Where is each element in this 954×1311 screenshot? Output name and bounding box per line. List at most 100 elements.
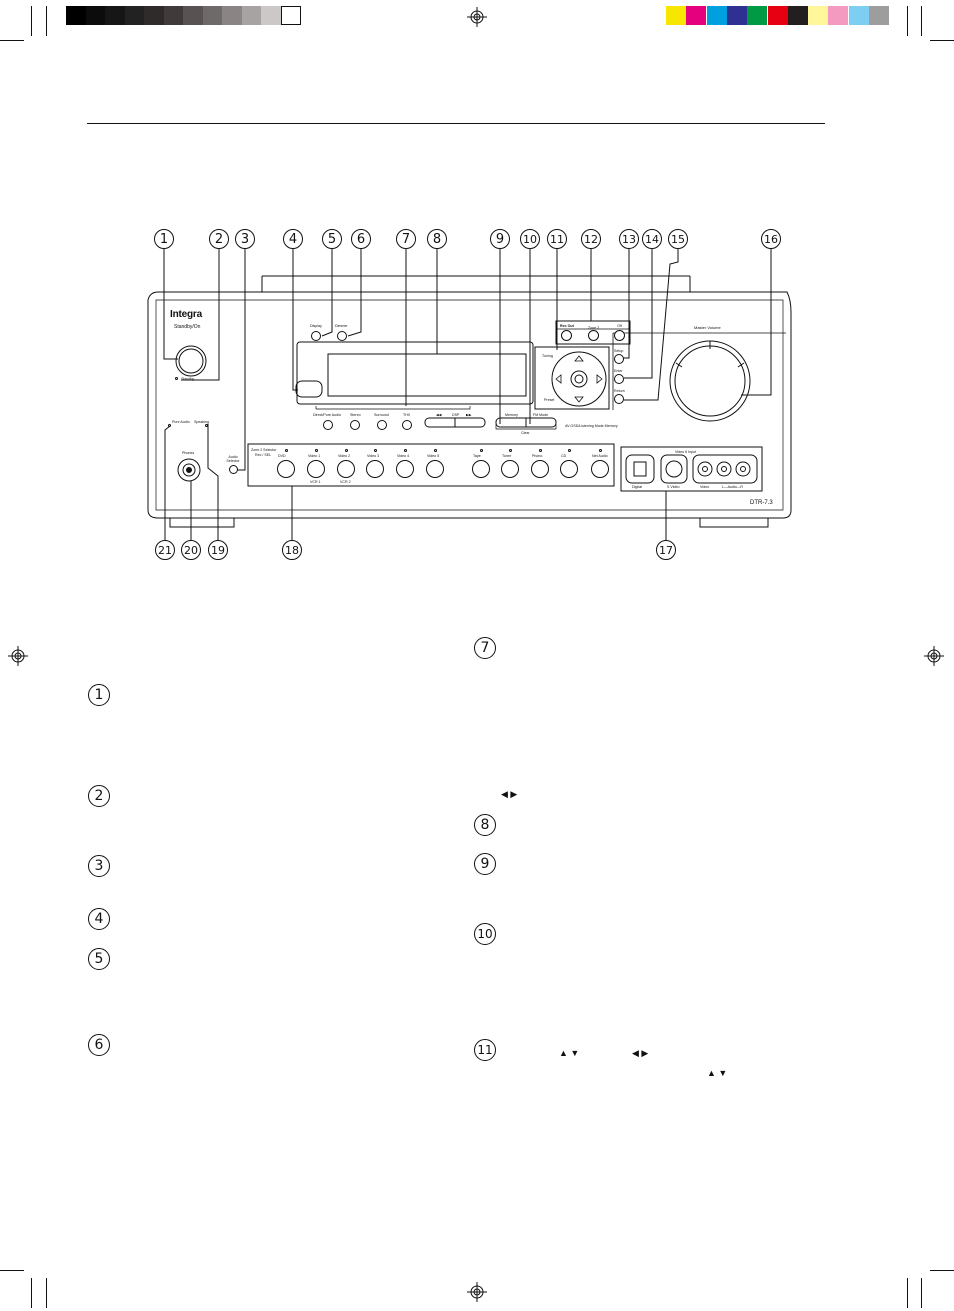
input-label: Video 3 (367, 454, 380, 458)
callout-20: 20 (181, 540, 201, 560)
input-label: Tuner (502, 454, 512, 458)
input-label: Video 5 (427, 454, 440, 458)
display-button[interactable] (311, 331, 321, 341)
callout-7: 7 (396, 229, 416, 249)
input-indicator (567, 449, 571, 452)
vcr1-label: VCR 1 (310, 480, 321, 484)
input-button-net-audio[interactable] (591, 460, 609, 478)
zone2-button[interactable] (588, 330, 599, 341)
gray-swatch (261, 6, 281, 25)
list-marker-2: 2 (88, 785, 110, 807)
header-rule (87, 123, 825, 124)
input-label: Video 2 (338, 454, 351, 458)
input-indicator (314, 449, 318, 452)
input-label: CD (561, 454, 567, 458)
gray-swatch (66, 6, 86, 25)
input-button-video-1[interactable] (307, 460, 325, 478)
list-marker-3: 3 (88, 855, 110, 877)
clear-label: Clear (521, 431, 530, 435)
color-swatch (666, 6, 686, 25)
callout-21: 21 (155, 540, 175, 560)
direct-pure-audio-button[interactable] (323, 420, 333, 430)
input-button-phono[interactable] (531, 460, 549, 478)
thx-button[interactable] (402, 420, 412, 430)
rec-sel-label: Rec / SEL (255, 453, 272, 457)
input-button-tape[interactable] (472, 460, 490, 478)
color-swatch (808, 6, 829, 25)
input-button-cd[interactable] (560, 460, 578, 478)
rec-out-button[interactable] (561, 330, 572, 341)
color-swatch (706, 6, 727, 25)
left-right-arrow-icon: ◀ ▶ (501, 789, 518, 799)
up-down-arrow-icon: ▲ ▼ (707, 1068, 728, 1078)
fm-mode-label: FM Mode (533, 413, 549, 417)
dsp-right-arrow-icon: ▶▶ (466, 413, 472, 417)
gray-swatch (124, 6, 145, 25)
input-indicator (598, 449, 602, 452)
callout-17: 17 (656, 540, 676, 560)
input-button-dvd[interactable] (277, 460, 295, 478)
input-label: Tape (473, 454, 481, 458)
standby-label: Standby (181, 377, 195, 381)
speaking-label: Speaking (194, 420, 209, 424)
audio-selector-button[interactable] (229, 465, 238, 474)
list-marker-4: 4 (88, 908, 110, 930)
dsp-label: DSP (452, 413, 460, 417)
input-button-video-3[interactable] (366, 460, 384, 478)
phones-label: Phones (182, 451, 195, 455)
input-button-tuner[interactable] (501, 460, 519, 478)
callout-12: 12 (581, 229, 601, 249)
callout-8: 8 (427, 229, 447, 249)
pure-audio-indicator (168, 424, 171, 427)
preset-label: Preset (544, 398, 555, 402)
setup-button[interactable] (614, 354, 624, 364)
callout-1: 1 (154, 229, 174, 249)
list-marker-8: 8 (474, 814, 496, 836)
surround-button[interactable] (377, 420, 387, 430)
dimmer-label: Dimmer (335, 324, 348, 328)
callout-6: 6 (351, 229, 371, 249)
off-button[interactable] (614, 330, 625, 341)
input-indicator (373, 449, 377, 452)
callout-4: 4 (283, 229, 303, 249)
callout-5: 5 (322, 229, 342, 249)
input-indicator (433, 449, 437, 452)
color-calibration-bar (0, 0, 954, 28)
pure-audio-label: Pure Audio (172, 420, 190, 424)
callout-3: 3 (235, 229, 255, 249)
input-button-video-2[interactable] (337, 460, 355, 478)
input-indicator (508, 449, 512, 452)
stereo-button[interactable] (350, 420, 360, 430)
input-label: Net Audio (592, 454, 608, 458)
callout-16: 16 (761, 229, 781, 249)
enter-button[interactable] (614, 374, 624, 384)
speaking-indicator (205, 424, 208, 427)
model-label: DTR-7.3 (750, 500, 773, 506)
input-button-video-4[interactable] (396, 460, 414, 478)
input-label: DVD (278, 454, 286, 458)
left-right-arrow-icon: ◀ ▶ (632, 1048, 649, 1058)
callout-10: 10 (520, 229, 540, 249)
direct-pure-audio-label: Direct/Pure Audio (313, 413, 341, 417)
gray-swatch (202, 6, 223, 25)
input-indicator (284, 449, 288, 452)
gray-swatch (241, 6, 262, 25)
dimmer-button[interactable] (337, 331, 347, 341)
callout-14: 14 (642, 229, 662, 249)
input-label: Phono (532, 454, 543, 458)
return-button[interactable] (614, 394, 624, 404)
gray-swatch (280, 6, 301, 25)
gray-swatch (144, 6, 164, 25)
display-label: Display (310, 324, 322, 328)
input-indicator (403, 449, 407, 452)
setup-label: Setup (614, 349, 624, 353)
svideo-label: S Video (667, 485, 680, 489)
dsp-left-arrow-icon: ◀◀ (436, 413, 442, 417)
standby-on-label: Standby/On (174, 324, 201, 330)
input-button-video-5[interactable] (426, 460, 444, 478)
callout-13: 13 (619, 229, 639, 249)
audio-lr-label: L—Audio—R (722, 485, 743, 489)
tuning-label: Tuning (542, 354, 553, 358)
off-label: Off (617, 324, 622, 328)
